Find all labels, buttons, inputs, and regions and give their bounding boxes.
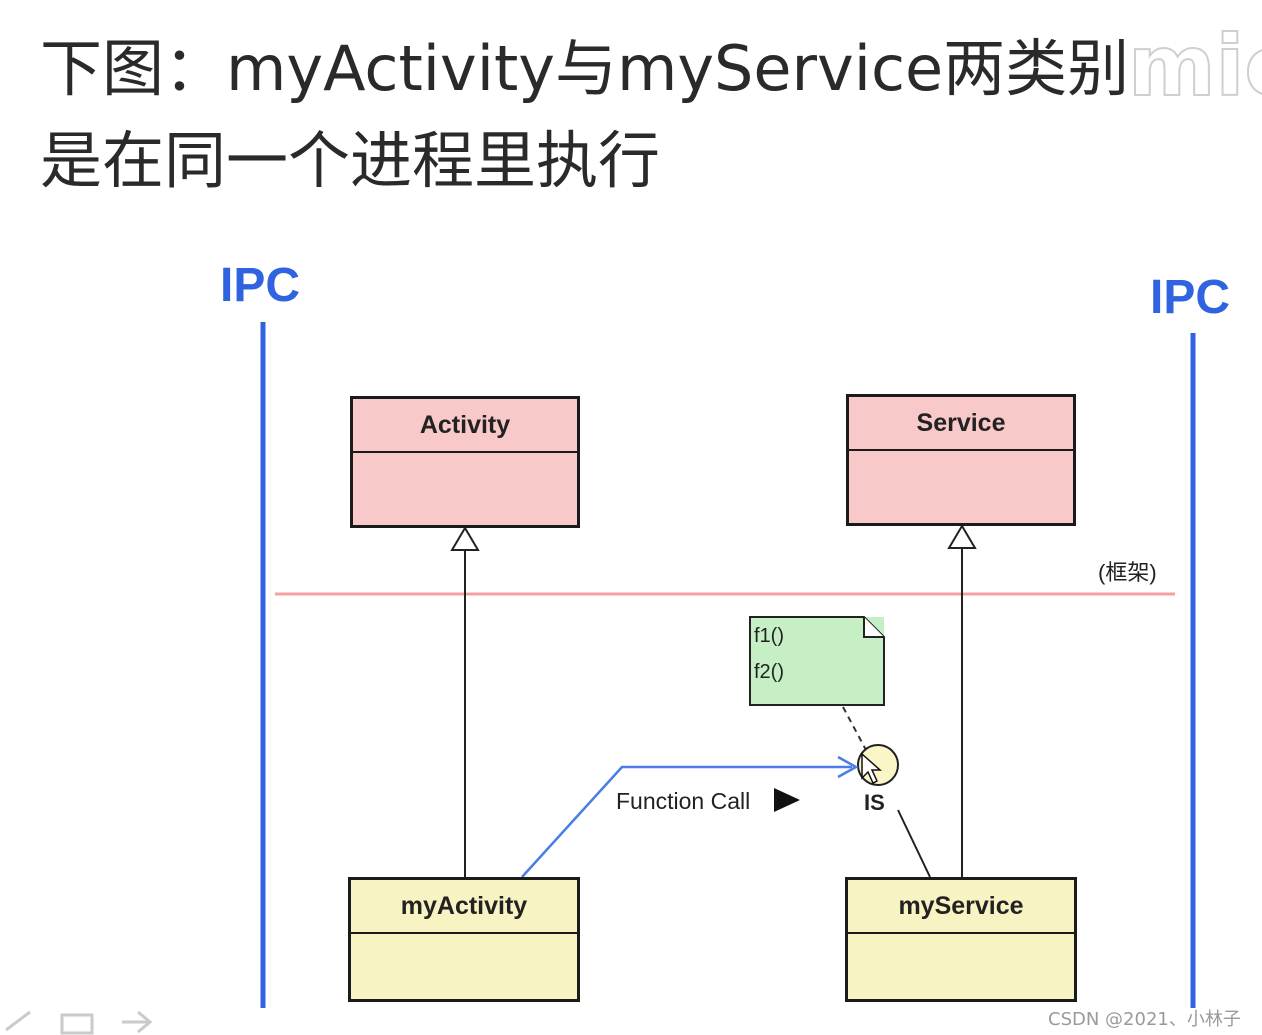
class-box-myactivity: myActivity: [348, 877, 580, 1002]
framework-label: (框架): [1098, 560, 1157, 585]
slide-icon: [60, 1013, 94, 1035]
function-call-arrowhead: [837, 755, 859, 779]
interface-note: f1() f2(): [750, 617, 884, 705]
note-connector: [842, 706, 867, 751]
inheritance-arrowhead-activity: [450, 526, 480, 551]
inheritance-arrowhead-service: [947, 524, 977, 549]
slide-title-line-1: 下图：myActivity与myService两类别: [40, 32, 1130, 105]
class-box-activity: Activity: [350, 396, 580, 528]
interface-stem: [897, 809, 931, 878]
interface-is-label: IS: [864, 790, 885, 815]
class-box-service: Service: [846, 394, 1076, 526]
watermark-logo: mic: [1128, 22, 1262, 110]
class-name-myservice: myService: [848, 880, 1074, 934]
class-box-myservice: myService: [845, 877, 1077, 1002]
ipc-label-right: IPC: [1150, 271, 1231, 324]
cursor-icon: [861, 752, 882, 785]
class-name-myactivity: myActivity: [351, 880, 577, 934]
note-method-f2: f2(): [754, 661, 784, 683]
pen-icon: [5, 1010, 31, 1032]
class-name-activity: Activity: [353, 399, 577, 453]
next-arrow-icon: [122, 1010, 153, 1034]
ipc-label-left: IPC: [220, 259, 301, 312]
function-call-arrow: [521, 765, 852, 878]
note-method-f1: f1(): [754, 625, 784, 647]
slide-title-line-2: 是在同一个进程里执行: [40, 124, 661, 197]
interface-lollipop: [857, 744, 899, 786]
function-call-label: Function Call: [616, 788, 751, 814]
direction-triangle-icon: [774, 788, 800, 812]
credit-watermark: CSDN @2021、小林子: [1048, 1009, 1241, 1030]
slide-toolbar: [5, 1010, 153, 1035]
class-name-service: Service: [849, 397, 1073, 451]
